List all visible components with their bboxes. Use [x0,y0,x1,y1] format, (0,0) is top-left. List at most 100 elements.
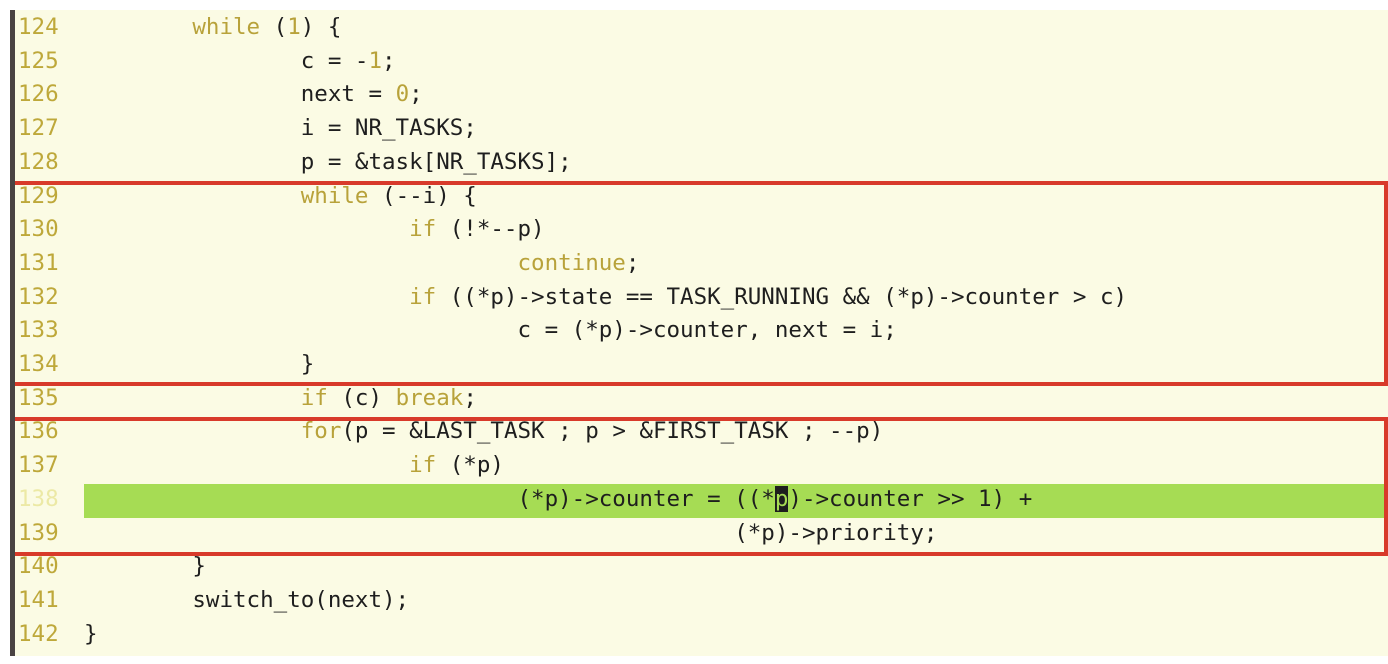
line-number: 128 [18,148,59,175]
code-line[interactable]: 142} [10,618,1388,652]
code-token [84,250,517,276]
code-token: ; [409,81,423,108]
code-token: (c) [327,384,396,411]
code-token: (*p) [436,452,504,479]
line-number: 135 [18,384,59,411]
keyword-token: break [395,384,464,411]
code-token: ) { [300,14,342,40]
code-token: switch_to(next); [84,586,410,613]
number-token: 1 [368,47,383,74]
code-token: next = [84,81,396,108]
line-code: c = -1; [84,45,396,79]
line-code: if ((*p)->state == TASK_RUNNING && (*p)-… [84,281,1127,315]
line-number: 134 [18,351,59,377]
code-line[interactable]: 136 for(p = &LAST_TASK ; p > &FIRST_TASK… [10,415,1388,449]
line-code: if (*p) [84,449,504,483]
code-line[interactable]: 130 if (!*--p) [10,213,1388,247]
code-line[interactable]: 137 if (*p) [10,449,1388,483]
code-token: } [84,553,206,580]
line-code: continue; [84,247,639,281]
code-line[interactable]: 125 c = -1; [10,45,1388,79]
code-token: (p = &LAST_TASK ; p > &FIRST_TASK ; --p) [341,418,884,445]
code-token: )->counter >> 1) + [788,485,1033,512]
code-line[interactable]: 139 (*p)->priority; [10,517,1388,551]
current-line-highlight [84,484,1388,518]
code-token [84,418,301,444]
line-number: 139 [18,519,59,546]
line-number: 138 [18,485,59,512]
keyword-token: if [409,216,437,243]
code-line[interactable]: 140 } [10,550,1388,584]
keyword-token: if [409,283,437,310]
keyword-token: for [300,418,342,445]
code-token: ; [463,384,477,411]
line-number: 124 [18,14,59,40]
code-line[interactable]: 134 } [10,348,1388,382]
code-token: (--i) { [368,182,477,209]
line-code: i = NR_TASKS; [84,112,477,146]
code-token: ( [260,14,288,40]
code-editor[interactable]: 124 while (1) {125 c = -1;126 next = 0;1… [10,10,1388,656]
number-token: 1 [287,14,301,40]
code-token [84,14,192,40]
line-number: 136 [18,418,59,445]
line-code: if (c) break; [84,382,477,416]
code-token: (*p)->priority; [84,519,938,546]
line-number: 140 [18,553,59,580]
code-line[interactable]: 135 if (c) break; [10,382,1388,416]
keyword-token: while [300,182,369,209]
code-line[interactable]: 124 while (1) { [10,11,1388,45]
code-line[interactable]: 132 if ((*p)->state == TASK_RUNNING && (… [10,281,1388,315]
line-code: for(p = &LAST_TASK ; p > &FIRST_TASK ; -… [84,415,884,449]
code-token: c = - [84,47,369,74]
code-token: p = &task[NR_TASKS]; [84,148,572,175]
code-line[interactable]: 127 i = NR_TASKS; [10,112,1388,146]
code-token [84,216,409,242]
text-cursor: p [774,485,789,512]
line-code: } [84,348,315,382]
line-number: 131 [18,249,59,276]
code-line[interactable]: 133 c = (*p)->counter, next = i; [10,314,1388,348]
code-line[interactable]: 141 switch_to(next); [10,584,1388,618]
code-line[interactable]: 129 while (--i) { [10,180,1388,214]
code-token: } [84,620,98,647]
line-code: } [84,618,98,652]
line-code: next = 0; [84,78,423,112]
code-token [84,385,301,411]
code-line[interactable]: 131 continue; [10,247,1388,281]
line-number: 125 [18,47,59,74]
keyword-token: continue [517,249,626,276]
code-line[interactable]: 138 (*p)->counter = ((*p)->counter >> 1)… [10,483,1388,517]
line-code: c = (*p)->counter, next = i; [84,314,897,348]
line-number: 130 [18,216,59,243]
code-token: } [84,351,315,377]
code-token [84,284,409,310]
keyword-token: if [300,384,328,411]
line-code: switch_to(next); [84,584,409,618]
line-number: 129 [18,182,59,209]
line-number: 132 [18,283,59,310]
line-code: while (--i) { [84,180,477,214]
line-number: 137 [18,452,59,479]
code-line[interactable]: 128 p = &task[NR_TASKS]; [10,146,1388,180]
code-token: ((*p)->state == TASK_RUNNING && (*p)->co… [436,283,1128,310]
code-token [84,452,409,478]
code-token: i = NR_TASKS; [84,115,477,142]
line-number: 141 [18,586,59,613]
line-code: } [84,550,206,584]
code-token: (*p)->counter = ((* [84,485,775,512]
code-token: (!*--p) [436,216,545,243]
code-token: c = (*p)->counter, next = i; [84,317,897,344]
code-line[interactable]: 126 next = 0; [10,78,1388,112]
code-token: ; [382,47,396,74]
line-code: while (1) { [84,11,341,45]
keyword-token: while [192,14,261,40]
line-code: p = &task[NR_TASKS]; [84,146,572,180]
code-token [84,183,301,209]
number-token: 0 [395,81,410,108]
line-code: (*p)->priority; [84,517,937,551]
line-number: 142 [18,620,59,647]
line-code: if (!*--p) [84,213,545,247]
line-number: 127 [18,115,59,142]
line-number: 133 [18,317,59,344]
